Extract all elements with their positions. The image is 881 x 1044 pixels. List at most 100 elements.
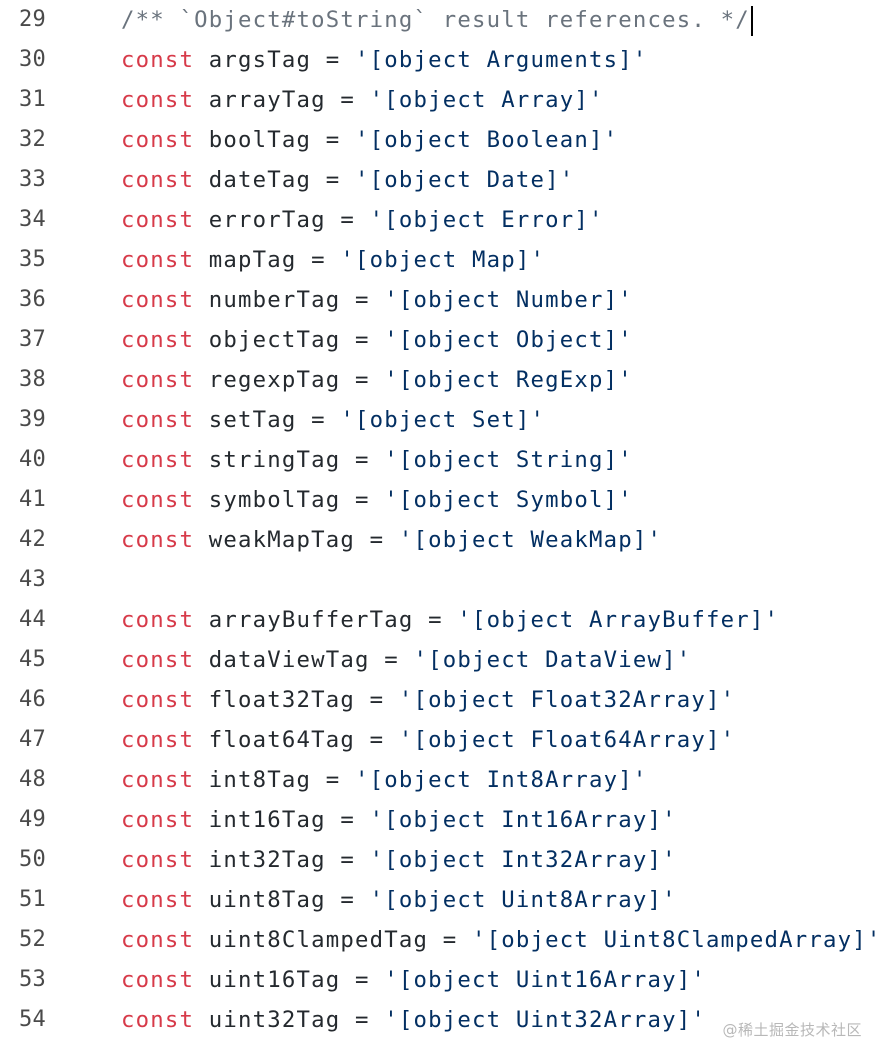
code-text[interactable]: const float32Tag = '[object Float32Array… [121,680,735,720]
string-token: '[object WeakMap]' [398,527,663,553]
keyword-token: const [121,127,195,153]
code-line[interactable]: 45 const dataViewTag = '[object DataView]… [0,640,870,680]
keyword-token: const [121,487,195,513]
line-number: 33 [19,167,47,192]
identifier-token: float64Tag [208,727,355,753]
keyword-token: const [121,447,195,473]
line-number: 45 [19,647,47,672]
code-text[interactable]: const argsTag = '[object Arguments]' [121,40,647,80]
identifier-token: numberTag [208,287,341,313]
string-token: '[object Arguments]' [355,47,648,73]
identifier-token: stringTag [208,447,341,473]
operator-token: = [355,447,370,473]
identifier-token: mapTag [208,247,297,273]
operator-token: = [325,167,341,193]
code-text[interactable]: const int8Tag = '[object Int8Array]' [121,760,647,800]
text-cursor [750,5,753,36]
code-text[interactable]: const regexpTag = '[object RegExp]' [121,360,633,400]
code-line[interactable]: 48 const int8Tag = '[object Int8Array]' [0,760,870,800]
code-text[interactable]: const arrayBufferTag = '[object ArrayBuf… [121,600,779,640]
string-token: '[object RegExp]' [384,367,633,393]
code-line[interactable]: 47 const float64Tag = '[object Float64Arr… [0,720,870,760]
line-number: 51 [19,887,47,912]
line-number: 48 [19,767,47,792]
string-token: '[object Int32Array]' [369,847,677,873]
line-number: 31 [19,87,47,112]
code-line[interactable]: 33 const dateTag = '[object Date]' [0,160,870,200]
code-text[interactable]: const uint8ClampedTag = '[object Uint8Cl… [121,920,881,960]
operator-token: = [340,847,355,873]
string-token: '[object Int8Array]' [355,767,648,793]
identifier-token: int16Tag [208,807,326,833]
identifier-token: dataViewTag [208,647,370,673]
code-text[interactable]: const uint8Tag = '[object Uint8Array]' [121,880,677,920]
identifier-token: regexpTag [208,367,341,393]
line-number: 43 [19,567,47,592]
code-line[interactable]: 54 const uint32Tag = '[object Uint32Array… [0,1000,870,1040]
operator-token: = [428,607,443,633]
code-text[interactable]: const mapTag = '[object Map]' [121,240,545,280]
code-text[interactable]: const float64Tag = '[object Float64Array… [121,720,735,760]
code-text[interactable]: const dataViewTag = '[object DataView]' [121,640,691,680]
code-text[interactable]: const int16Tag = '[object Int16Array]' [121,800,677,840]
code-text[interactable]: const setTag = '[object Set]' [121,400,545,440]
code-text[interactable]: const symbolTag = '[object Symbol]' [121,480,633,520]
identifier-token: errorTag [208,207,326,233]
line-number: 38 [19,367,47,392]
code-text[interactable]: const uint16Tag = '[object Uint16Array]' [121,960,706,1000]
code-text[interactable]: const arrayTag = '[object Array]' [121,80,604,120]
operator-token: = [369,727,385,753]
keyword-token: const [121,847,195,873]
code-text[interactable]: const numberTag = '[object Number]' [121,280,633,320]
string-token: '[object Uint8Array]' [369,887,677,913]
code-line[interactable]: 29/** `Object#toString` result reference… [0,0,870,40]
identifier-token: objectTag [208,327,341,353]
identifier-token: uint8ClampedTag [208,927,429,953]
code-line[interactable]: 43 [0,560,870,600]
code-line[interactable]: 35 const mapTag = '[object Map]' [0,240,870,280]
operator-token: = [311,247,326,273]
line-number: 54 [19,1007,47,1032]
keyword-token: const [121,167,195,193]
operator-token: = [311,407,326,433]
code-text[interactable]: /** `Object#toString` result references.… [121,0,753,40]
code-text[interactable]: const stringTag = '[object String]' [121,440,633,480]
line-number: 37 [19,327,47,352]
operator-token: = [384,647,399,673]
code-line[interactable]: 37 const objectTag = '[object Object]' [0,320,870,360]
code-text[interactable]: const dateTag = '[object Date]' [121,160,574,200]
keyword-token: const [121,1007,195,1033]
line-number: 47 [19,727,47,752]
line-number: 35 [19,247,47,272]
code-text[interactable]: const errorTag = '[object Error]' [121,200,604,240]
code-line[interactable]: 38 const regexpTag = '[object RegExp]' [0,360,870,400]
code-line[interactable]: 31 const arrayTag = '[object Array]' [0,80,870,120]
keyword-token: const [121,367,195,393]
code-text[interactable]: const objectTag = '[object Object]' [121,320,633,360]
code-text[interactable]: const int32Tag = '[object Int32Array]' [121,840,677,880]
code-text[interactable]: const boolTag = '[object Boolean]' [121,120,618,160]
string-token: '[object Error]' [369,207,604,233]
code-text[interactable]: const weakMapTag = '[object WeakMap]' [121,520,662,560]
keyword-token: const [121,527,195,553]
keyword-token: const [121,247,195,273]
string-token: '[object Int16Array]' [369,807,677,833]
string-token: '[object Boolean]' [355,127,619,153]
code-line[interactable]: 51 const uint8Tag = '[object Uint8Array]' [0,880,870,920]
code-text[interactable]: const uint32Tag = '[object Uint32Array]' [121,1000,706,1040]
